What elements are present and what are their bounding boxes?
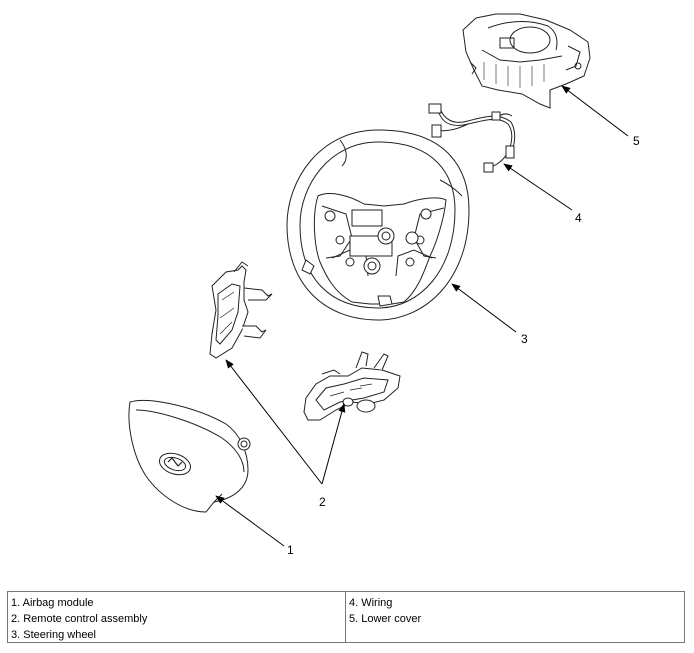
exploded-diagram: 1 2 3 4 5 bbox=[128, 13, 640, 557]
callout-2: 2 bbox=[319, 495, 326, 509]
legend-item-lower-cover: 5. Lower cover bbox=[349, 613, 422, 625]
legend-item-remote-control-assembly: 2. Remote control assembly bbox=[11, 613, 148, 625]
steering-wheel-part bbox=[286, 129, 470, 321]
remote-control-right-part bbox=[303, 351, 401, 421]
legend-column-right: 4. Wiring 5. Lower cover bbox=[346, 592, 684, 642]
wiring-part bbox=[428, 103, 516, 173]
callout-4: 4 bbox=[575, 211, 582, 225]
legend-item-wiring: 4. Wiring bbox=[349, 597, 393, 609]
legend-column-left: 1. Airbag module 2. Remote control assem… bbox=[8, 592, 346, 642]
callout-1: 1 bbox=[287, 543, 294, 557]
legend-item-steering-wheel: 3. Steering wheel bbox=[11, 629, 96, 641]
remote-control-left-part bbox=[209, 261, 273, 359]
airbag-module-part bbox=[128, 399, 251, 513]
callout-5: 5 bbox=[633, 134, 640, 148]
legend-item-airbag-module: 1. Airbag module bbox=[11, 597, 94, 609]
callout-3: 3 bbox=[521, 332, 528, 346]
parts-legend: 1. Airbag module 2. Remote control assem… bbox=[7, 591, 685, 643]
leader-lines bbox=[215, 85, 629, 547]
lower-cover-part bbox=[462, 13, 591, 109]
